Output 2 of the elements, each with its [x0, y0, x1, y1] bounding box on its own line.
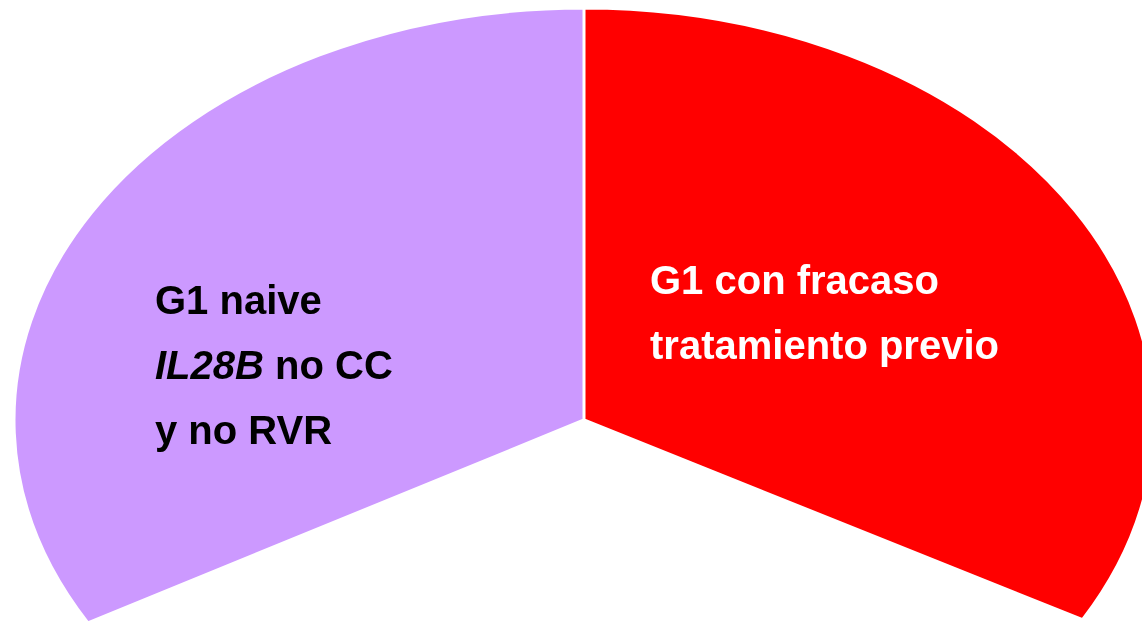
sector-label: G1 con fracaso tratamiento previo — [650, 257, 1000, 369]
sector-label: G1 naive IL28B no CC y no RVR — [155, 277, 394, 454]
